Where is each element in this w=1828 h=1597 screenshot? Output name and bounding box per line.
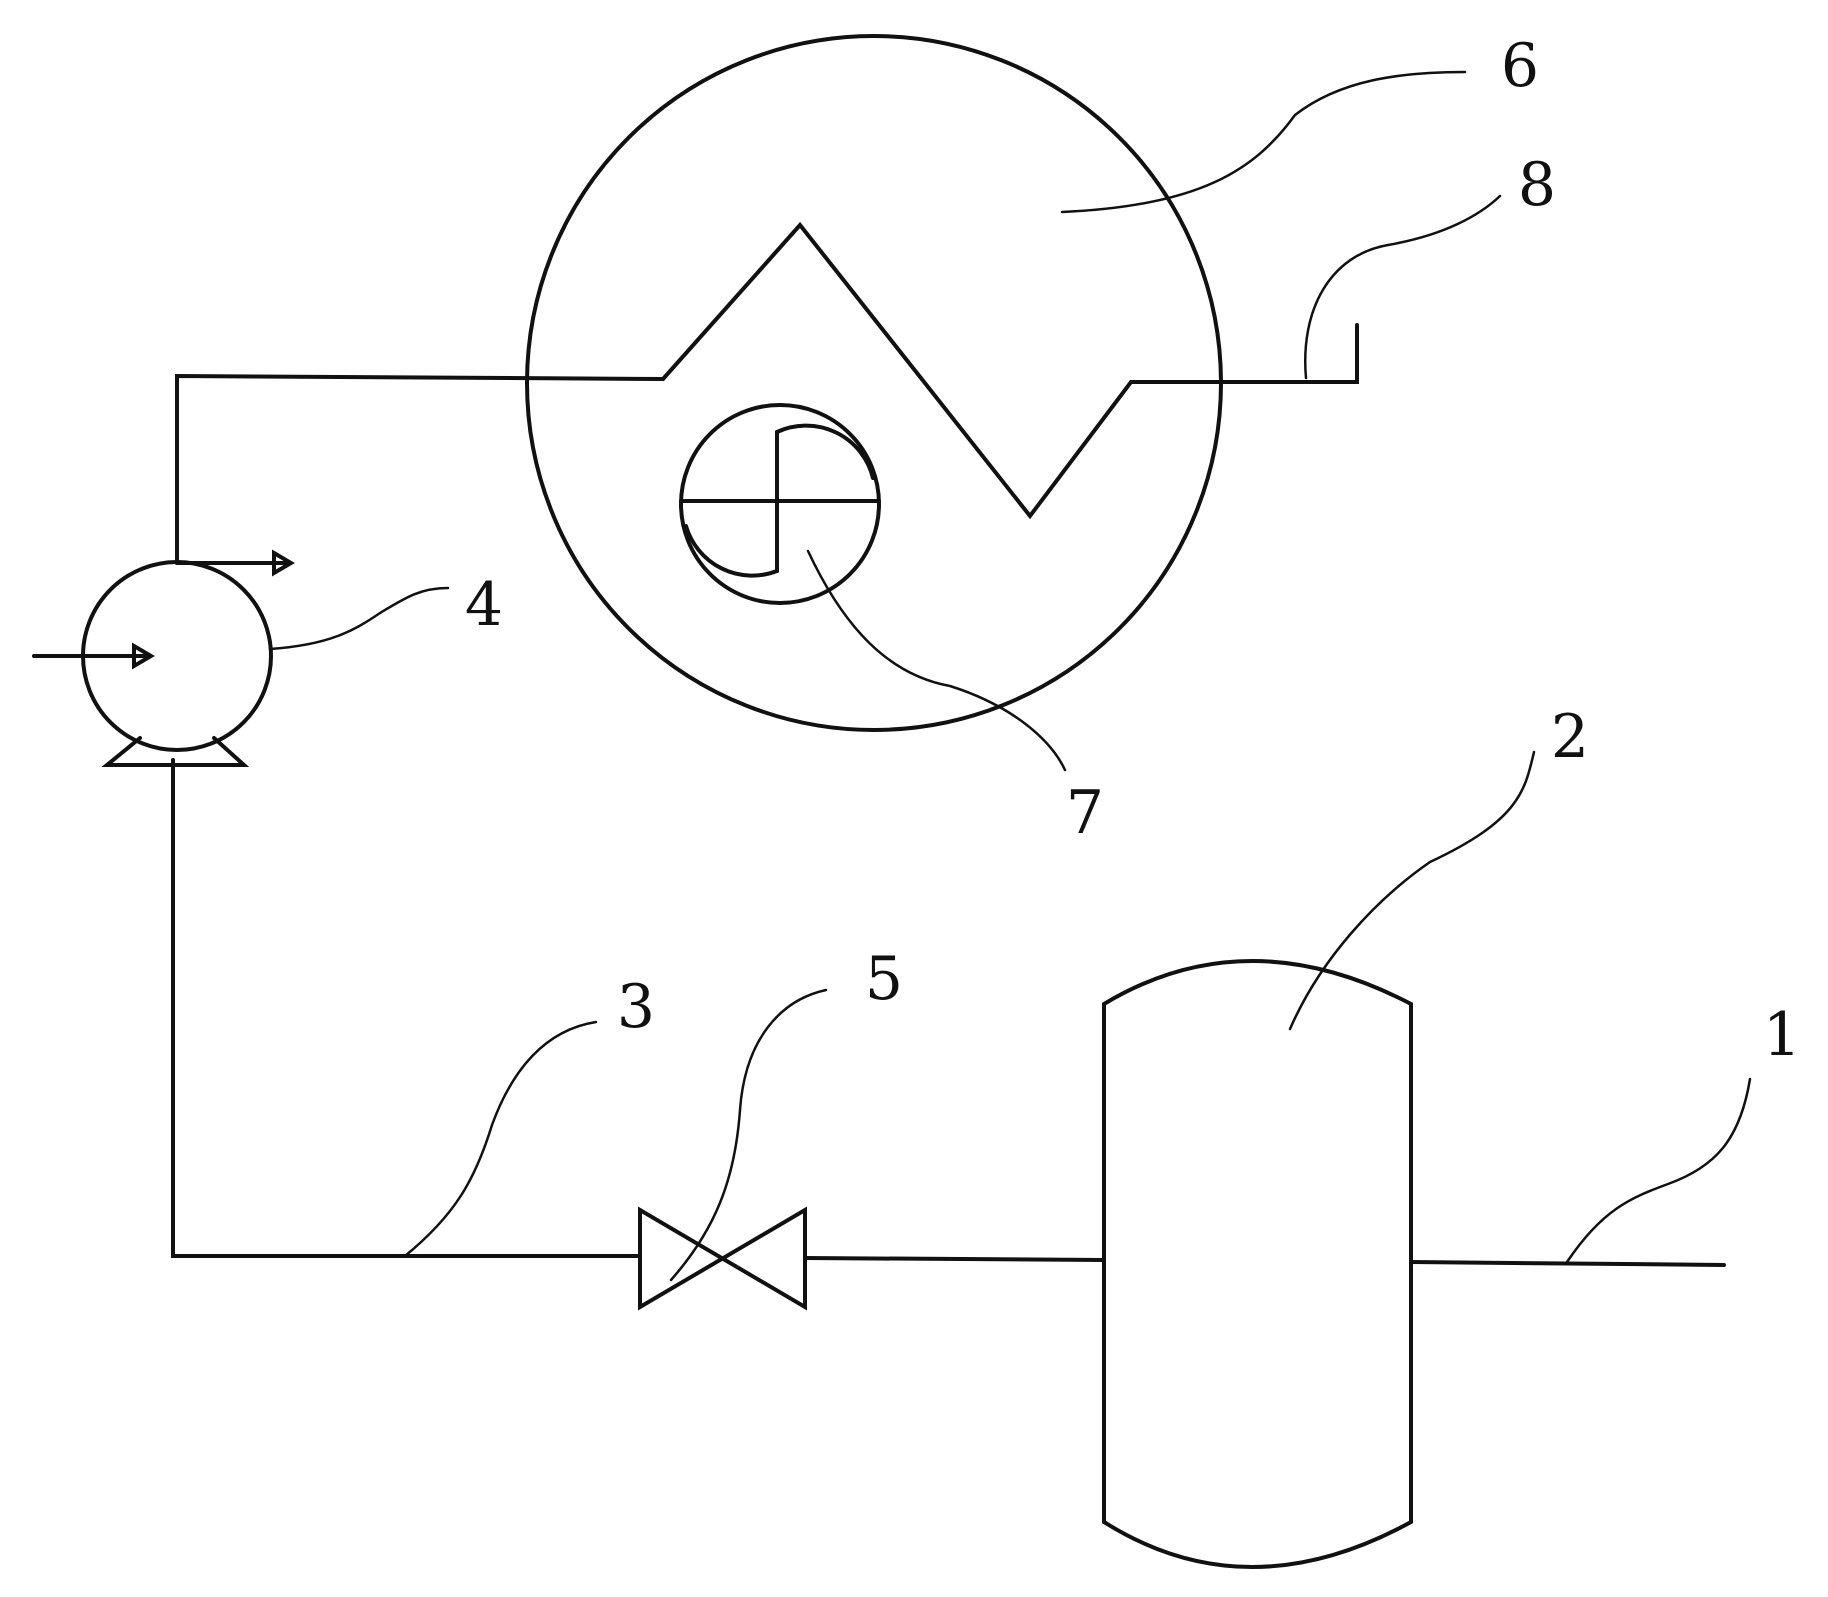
label-3: 3: [617, 972, 655, 1042]
label-6: 6: [1501, 31, 1539, 101]
leader-line-6: [1060, 70, 1467, 214]
leader-line-4: [268, 586, 450, 651]
label-7: 7: [1066, 778, 1104, 848]
pipe-pump-to-heater: [175, 373, 665, 565]
leader-line-8: [1304, 194, 1502, 380]
heating-coil: [661, 221, 1359, 520]
pump-symbol: [32, 549, 295, 767]
storage-tank: [1102, 959, 1413, 1569]
label-1: 1: [1763, 1000, 1801, 1070]
pipe-bottom-left: [171, 758, 642, 1258]
pipe-valve-to-tank: [803, 1256, 1106, 1262]
label-2: 2: [1551, 702, 1589, 772]
label-4: 4: [465, 570, 503, 640]
stirrer-symbol: [679, 403, 881, 605]
valve-symbol: [638, 1206, 807, 1311]
label-8: 8: [1518, 150, 1556, 220]
label-5: 5: [865, 944, 903, 1014]
leader-line-5: [669, 988, 828, 1282]
leader-line-3: [403, 1020, 598, 1258]
leader-line-2: [1288, 750, 1536, 1031]
leader-line-1: [1565, 1077, 1752, 1264]
leader-line-7: [806, 549, 1067, 772]
heater-vessel: [525, 34, 1223, 732]
outlet-pipe: [1409, 1260, 1726, 1267]
